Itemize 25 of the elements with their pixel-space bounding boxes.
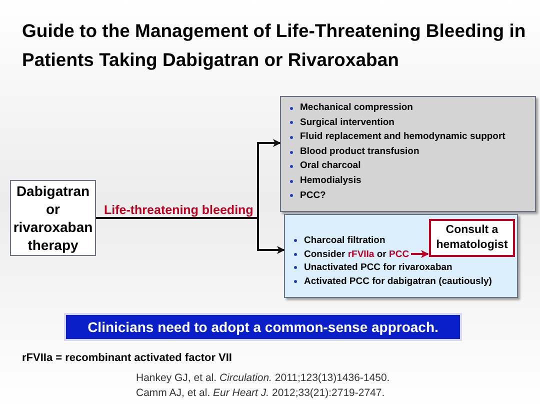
edge-label: Life-threatening bleeding xyxy=(104,202,254,219)
reference: Camm AJ, et al. Eur Heart J. 2012;33(21):2719-2747. xyxy=(136,386,385,401)
arrow xyxy=(411,250,429,258)
list-item: Unactivated PCC for rivaroxaban xyxy=(304,261,452,274)
list-item: Charcoal filtration xyxy=(304,234,386,248)
list-item: Fluid replacement and hemodynamic support xyxy=(300,130,506,144)
treatment-list-box xyxy=(284,214,518,298)
list-item: Oral charcoal xyxy=(300,159,361,174)
footnote: rFVIIa = recombinant activated factor VII xyxy=(22,351,232,366)
box-text: Dabigatran or rivaroxaban therapy xyxy=(12,182,94,254)
list-item: Blood product transfusion xyxy=(300,144,420,159)
referral-box xyxy=(429,219,515,257)
list-item: Consider rFVIIa or PCC xyxy=(304,248,410,261)
box-text: Consult a hematologist xyxy=(435,223,509,253)
message-banner xyxy=(64,313,462,341)
list-item: Surgical intervention xyxy=(300,116,394,130)
box-text: Clinicians need to adopt a common-sense approach. xyxy=(88,318,438,337)
list-item: Hemodialysis xyxy=(300,174,362,188)
list-item: Mechanical compression xyxy=(300,101,413,115)
treatment-list-box xyxy=(280,96,536,212)
arrow xyxy=(96,217,285,254)
reference: Hankey GJ, et al. Circulation. 2011;123(13)1436-1450. xyxy=(136,371,390,386)
title: Guide to the Management of Life-Threatening Bleeding in Patients Taking Dabigatran or Rivaroxaban xyxy=(22,19,527,72)
list-item: PCC? xyxy=(300,188,326,203)
list-item: Activated PCC for dabigatran (cautiously) xyxy=(304,274,492,288)
